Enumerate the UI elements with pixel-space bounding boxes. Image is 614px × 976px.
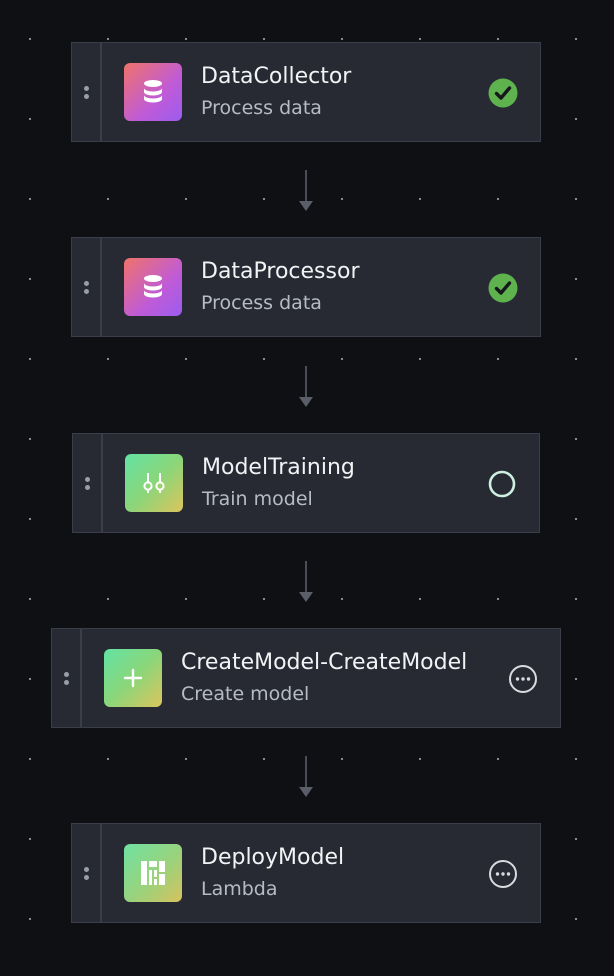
check-circle-icon <box>488 78 518 108</box>
pipeline-node-createmodel[interactable]: CreateModel-CreateModel Create model <box>51 628 561 728</box>
drag-handle[interactable] <box>73 434 103 532</box>
drag-handle[interactable] <box>72 43 102 141</box>
check-circle-icon <box>488 273 518 303</box>
node-subtitle: Create model <box>181 683 310 705</box>
pending-circle-icon <box>488 470 516 498</box>
pipeline-node-datacollector[interactable]: DataCollector Process data <box>71 42 541 142</box>
drag-handle[interactable] <box>72 238 102 336</box>
database-icon <box>124 258 182 316</box>
pipeline-node-dataprocessor[interactable]: DataProcessor Process data <box>71 237 541 337</box>
pipeline-node-modeltraining[interactable]: ModelTraining Train model <box>72 433 540 533</box>
plus-icon <box>104 649 162 707</box>
more-options-icon[interactable] <box>508 664 538 694</box>
pipeline-node-deploymodel[interactable]: DeployModel Lambda <box>71 823 541 923</box>
connector-arrow <box>299 561 313 602</box>
connector-arrow <box>299 366 313 407</box>
lambda-icon <box>124 844 182 902</box>
node-subtitle: Process data <box>201 97 322 119</box>
drag-handle[interactable] <box>72 824 102 922</box>
node-title: DataProcessor <box>201 259 360 284</box>
more-options-icon[interactable] <box>488 859 518 889</box>
sliders-icon <box>125 454 183 512</box>
node-subtitle: Train model <box>202 488 313 510</box>
node-title: CreateModel-CreateModel <box>181 650 468 675</box>
connector-arrow <box>299 756 313 797</box>
drag-handle[interactable] <box>52 629 82 727</box>
database-icon <box>124 63 182 121</box>
connector-arrow <box>299 170 313 211</box>
node-title: DeployModel <box>201 845 345 870</box>
node-subtitle: Lambda <box>201 878 278 900</box>
node-subtitle: Process data <box>201 292 322 314</box>
node-title: ModelTraining <box>202 455 355 480</box>
node-title: DataCollector <box>201 64 352 89</box>
